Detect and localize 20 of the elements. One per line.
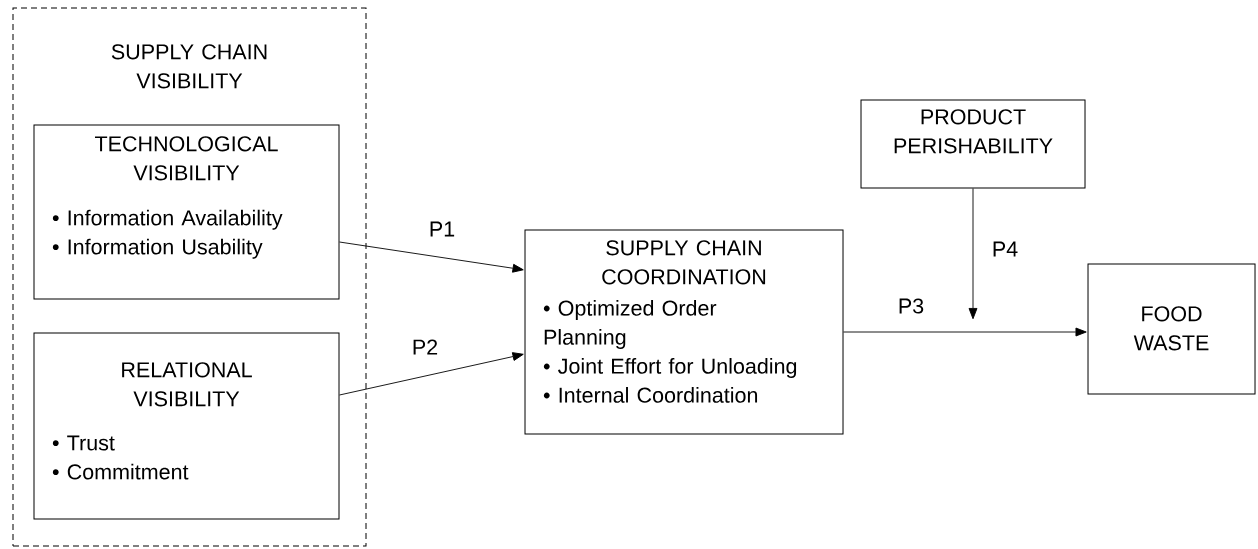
concept-box: FOOD WASTE: [1087, 263, 1256, 395]
bullet-item: • Information Availability: [52, 209, 283, 230]
edge-label: P2: [413, 339, 438, 355]
concept-box: PRODUCT PERISHABILITY: [860, 99, 1086, 189]
bullet-item: • Commitment: [52, 463, 189, 480]
concept-box: SUPPLY CHAIN COORDINATION • Optimized Order Planning • Joint Effort for Unloading • Internal Coordination: [524, 229, 844, 435]
edge-label: P4: [993, 241, 1018, 257]
arrow: [843, 327, 1087, 337]
concept-box: RELATIONAL VISIBILITY • Trust • Commitment: [33, 332, 340, 520]
concept-box: TECHNOLOGICAL VISIBILITY • Information Availability • Information Usability: [33, 124, 340, 300]
edge-label: P1: [430, 221, 455, 237]
arrow: [339, 352, 524, 396]
bullet-item: • Joint Effort for Unloading: [543, 358, 797, 379]
bullet-item: • Internal Coordination: [543, 387, 758, 403]
bullet-item: • Optimized Order Planning: [543, 300, 717, 350]
arrow: [968, 188, 978, 320]
bullet-item: • Trust: [52, 435, 115, 451]
bullet-item: • Information Usability: [52, 238, 263, 259]
arrow: [339, 241, 524, 273]
edge-label: P3: [899, 298, 924, 314]
